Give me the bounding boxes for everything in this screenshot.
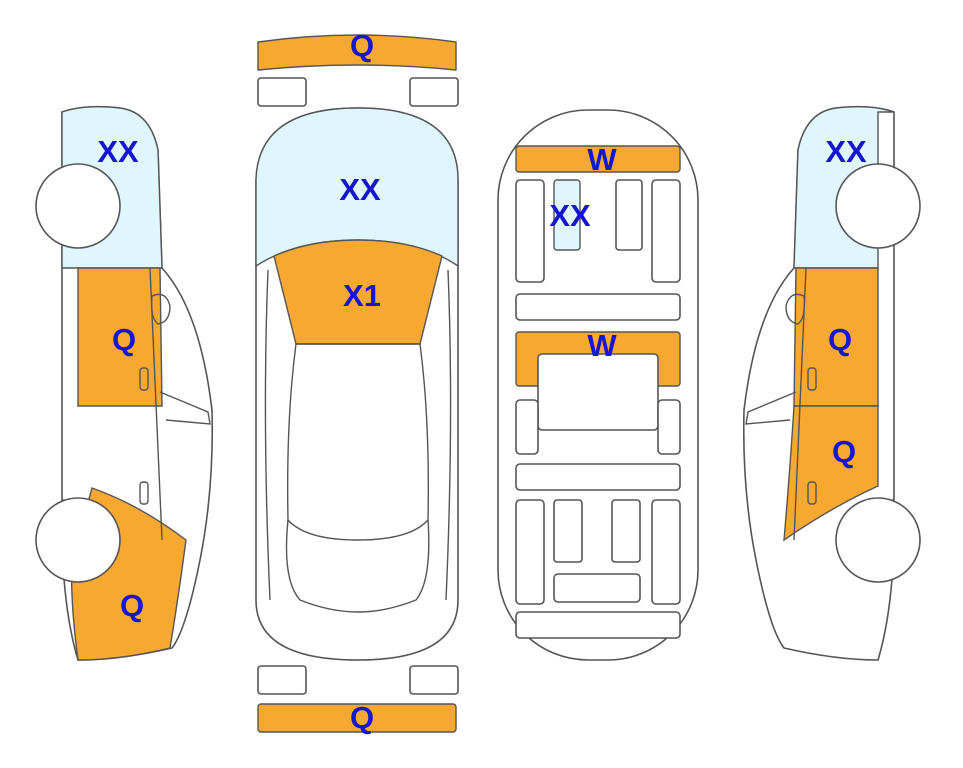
right-mirror [785, 293, 806, 325]
left-front-door-panel [77, 267, 163, 407]
rear-right-light [409, 665, 459, 695]
interior-rear-inner-left-seat [553, 499, 583, 563]
windshield-label: XX [339, 172, 381, 207]
rear-bumper-panel [257, 703, 457, 733]
interior-row-divider-1 [515, 293, 681, 321]
left-side-crease [264, 269, 271, 601]
interior-seat-glass-label: XX [549, 198, 591, 233]
left-front-door-label: Q [112, 322, 136, 357]
left-front-handle-icon [139, 367, 149, 391]
front-bumper-label: Q [350, 28, 374, 63]
interior-seat-glass-panel [553, 179, 581, 251]
left-rear-handle-icon [139, 481, 149, 505]
left-mirror [150, 293, 171, 325]
hood-label: X1 [343, 278, 381, 313]
interior-middle-left-seat [515, 399, 539, 455]
right-rear-wheel [835, 497, 921, 583]
right-side-crease [445, 269, 452, 601]
front-bumper-panel [257, 34, 457, 71]
left-side-view: XX Q Q [35, 105, 214, 661]
interior-middle-row-label: W [587, 328, 617, 363]
top-view: Q XX X1 Q [255, 28, 459, 735]
interior-front-row-panel [515, 145, 681, 173]
front-left-light [257, 77, 307, 107]
right-glass-label: XX [825, 134, 867, 169]
interior-row-divider-2 [515, 463, 681, 491]
right-front-door-label: Q [828, 322, 852, 357]
left-rear-wheel [35, 497, 121, 583]
rear-window-outline [285, 519, 430, 613]
interior-console [537, 353, 659, 431]
left-front-wheel [35, 163, 121, 249]
left-glass-label: XX [97, 134, 139, 169]
roof-outline [286, 343, 430, 541]
interior-middle-right-seat [657, 399, 681, 455]
right-front-handle-icon [807, 367, 817, 391]
rear-bumper-label: Q [350, 700, 374, 735]
right-front-wheel [835, 163, 921, 249]
right-rear-handle-icon [807, 481, 817, 505]
front-right-light [409, 77, 459, 107]
right-rear-door-panel [783, 405, 879, 542]
interior-front-seat-center [615, 179, 643, 251]
right-window-line [745, 391, 797, 425]
interior-front-right-seat [651, 179, 681, 283]
rear-left-light [257, 665, 307, 695]
interior-front-row-label: W [587, 142, 617, 177]
hood-panel [273, 239, 443, 345]
interior-trunk [515, 611, 681, 639]
interior-rear-inner-right-seat [611, 499, 641, 563]
interior-view: W XX W [497, 109, 699, 661]
interior-rear-left-seat [515, 499, 545, 605]
interior-front-left-seat [515, 179, 545, 283]
right-side-view: XX Q Q [742, 105, 921, 661]
left-rear-fender-label: Q [120, 588, 144, 623]
left-window-line [159, 391, 211, 425]
interior-rear-right-seat [651, 499, 681, 605]
interior-rear-bench [553, 573, 641, 603]
right-rear-door-label: Q [832, 434, 856, 469]
